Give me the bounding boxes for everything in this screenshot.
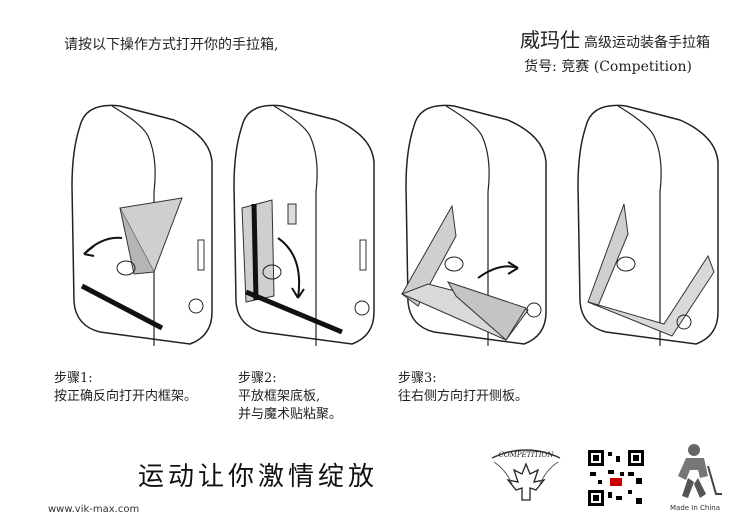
step-1: 步骤1: 按正确反向打开内框架。 (54, 370, 197, 406)
case-illustration-3 (396, 96, 556, 352)
hockey-player-icon (664, 440, 726, 506)
step-2-line-2: 并与魔术贴粘聚。 (238, 406, 342, 424)
step-3: 步骤3: 往右侧方向打开侧板。 (398, 370, 528, 406)
step-1-line-1: 按正确反向打开内框架。 (54, 388, 197, 406)
case-illustration-4 (568, 96, 728, 352)
brand-name: 威玛仕 (520, 28, 580, 52)
made-in-label: Made In China (670, 504, 720, 512)
case-illustration-1 (62, 96, 222, 352)
step-1-title: 步骤1: (54, 370, 197, 388)
brand-subtitle: 高级运动装备手拉箱 (584, 35, 710, 51)
model-number: 货号: 竞赛 (Competition) (524, 56, 692, 76)
website-url[interactable]: www.vik-max.com (48, 504, 139, 515)
step-3-title: 步骤3: (398, 370, 528, 388)
slogan: 运动让你激情绽放 (138, 456, 378, 493)
brand-title: 威玛仕高级运动装备手拉箱 (520, 24, 710, 53)
step-2-line-1: 平放框架底板, (238, 388, 342, 406)
step-2: 步骤2: 平放框架底板, 并与魔术贴粘聚。 (238, 370, 342, 424)
qr-code (586, 448, 646, 508)
case-illustration-2 (224, 96, 384, 352)
logo-text: COMPETITION (499, 451, 555, 459)
step-2-title: 步骤2: (238, 370, 342, 388)
step-3-line-1: 往右侧方向打开侧板。 (398, 388, 528, 406)
competition-maple-leaf-logo: COMPETITION (486, 440, 566, 508)
instruction-text: 请按以下操作方式打开你的手拉箱, (64, 34, 278, 54)
